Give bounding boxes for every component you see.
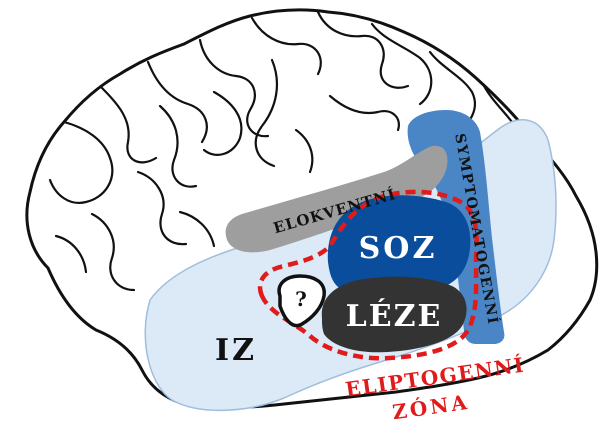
label-leze: LÉZE [346, 298, 443, 334]
label-question: ? [295, 287, 307, 311]
label-soz: SOZ [359, 231, 438, 266]
label-zona: ZÓNA [391, 389, 472, 425]
label-iz: IZ [215, 333, 257, 368]
